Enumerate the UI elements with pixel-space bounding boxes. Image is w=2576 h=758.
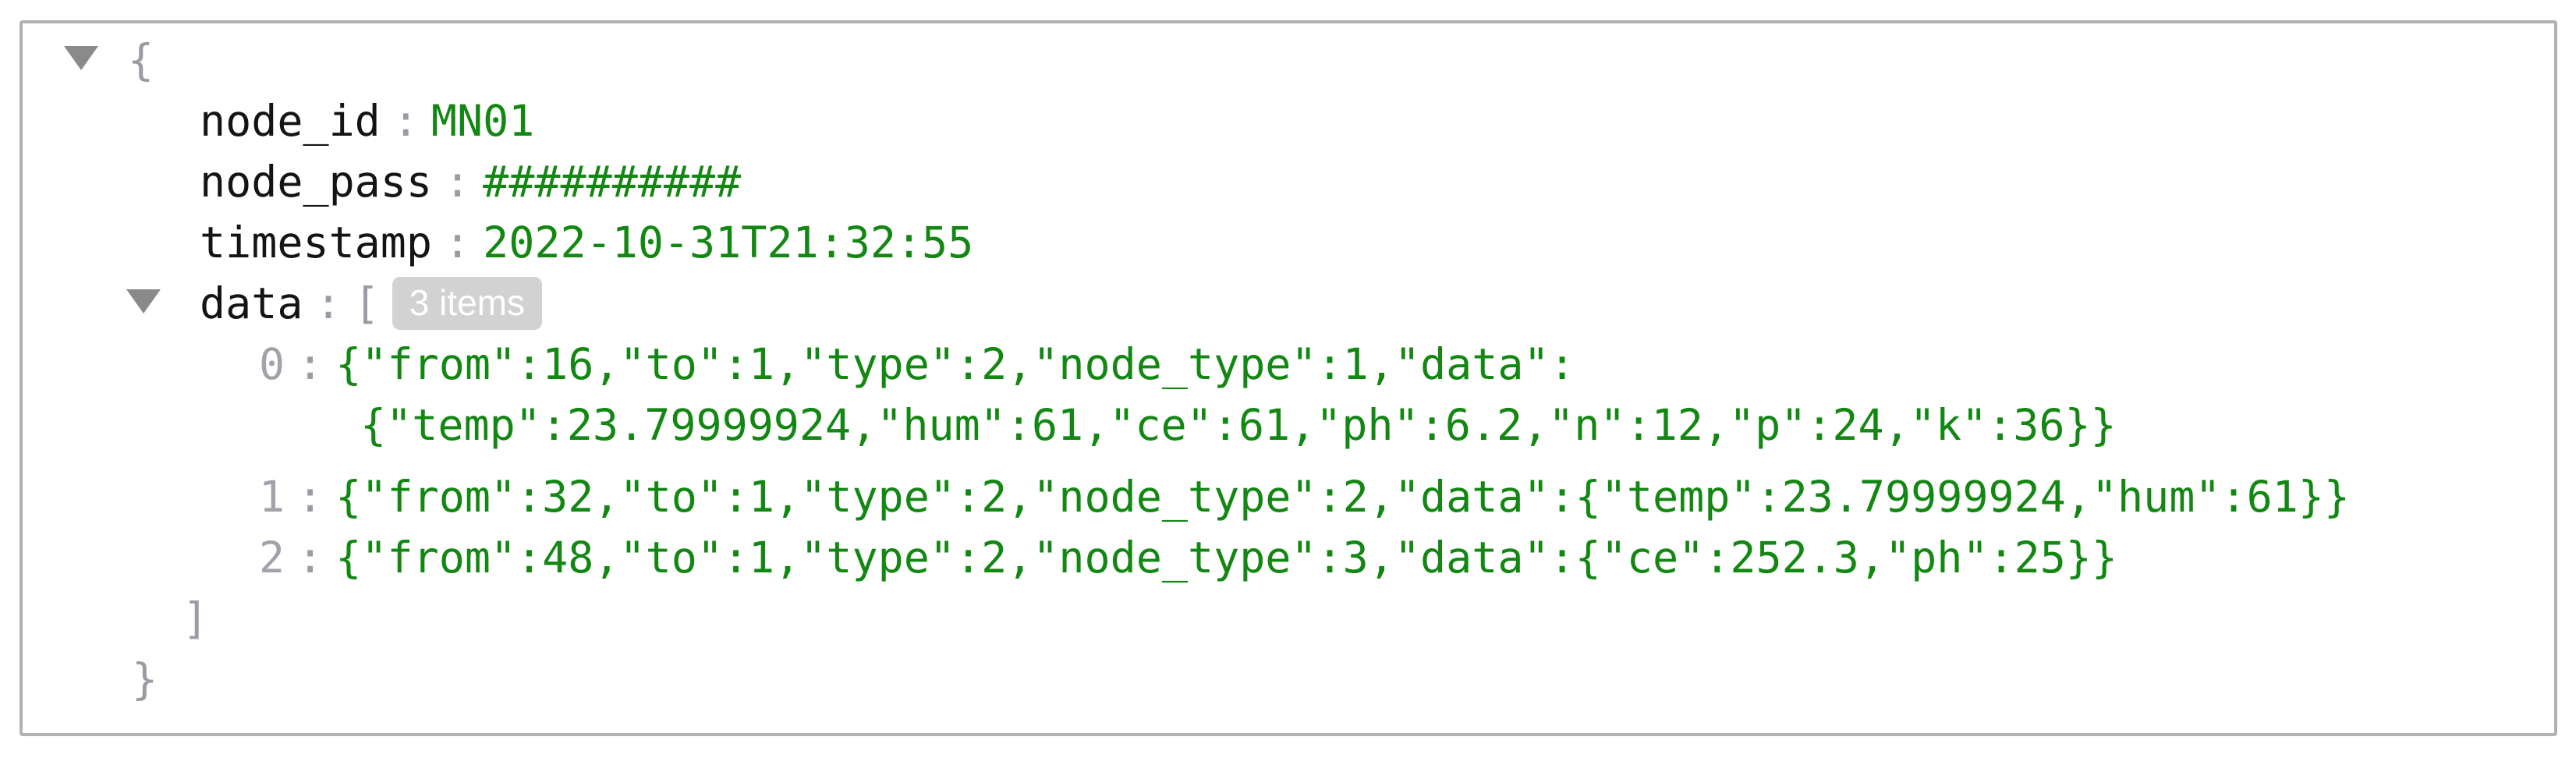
root-open-brace: { xyxy=(128,35,154,85)
array-item-value: {"from":48,"to":1,"type":2,"node_type":3… xyxy=(335,533,2118,583)
index-value-separator: : xyxy=(297,339,324,389)
array-item-value: {"from":32,"to":1,"type":2,"node_type":2… xyxy=(335,472,2351,522)
root-node-row: { xyxy=(23,30,2554,90)
array-close-bracket: ] xyxy=(182,593,209,643)
key-value-separator: : xyxy=(445,157,471,207)
array-item-row-0: 0:{"from":16,"to":1,"type":2,"node_type"… xyxy=(23,334,2554,395)
field-row-node-pass: node_pass:########## xyxy=(23,151,2554,212)
field-value: 2022-10-31T21:32:55 xyxy=(483,218,974,267)
field-value: ########## xyxy=(483,157,742,207)
array-index: 2 xyxy=(259,533,285,583)
collapse-root-icon[interactable] xyxy=(64,46,98,70)
key-value-separator: : xyxy=(315,278,342,328)
field-key: node_pass xyxy=(200,157,433,207)
array-item-value: {"from":16,"to":1,"type":2,"node_type":1… xyxy=(335,339,1575,389)
key-value-separator: : xyxy=(392,96,419,146)
field-key: data xyxy=(200,278,303,328)
index-value-separator: : xyxy=(297,533,324,583)
array-open-bracket: [ xyxy=(353,278,380,328)
key-value-separator: : xyxy=(445,218,471,267)
array-item-row-2: 2:{"from":48,"to":1,"type":2,"node_type"… xyxy=(23,527,2554,588)
field-value: MN01 xyxy=(431,96,535,146)
field-row-node-id: node_id:MN01 xyxy=(23,90,2554,151)
field-row-timestamp: timestamp:2022-10-31T21:32:55 xyxy=(23,212,2554,273)
index-value-separator: : xyxy=(297,472,324,522)
field-key: timestamp xyxy=(200,218,433,267)
array-item-row-0-continuation: {"temp":23.79999924,"hum":61,"ce":61,"ph… xyxy=(23,395,2554,455)
collapse-data-array-icon[interactable] xyxy=(126,289,161,313)
root-close-row: } xyxy=(23,649,2554,710)
array-item-count-badge: 3 items xyxy=(392,277,542,330)
array-index: 1 xyxy=(259,472,285,522)
array-close-row: ] xyxy=(23,588,2554,649)
root-close-brace: } xyxy=(132,654,158,704)
field-key: node_id xyxy=(200,96,381,146)
array-item-row-1: 1:{"from":32,"to":1,"type":2,"node_type"… xyxy=(23,466,2554,527)
json-viewer-panel: { node_id:MN01 node_pass:########## time… xyxy=(19,20,2557,736)
array-field-row-data: data:[3 items xyxy=(23,273,2554,334)
array-item-value-continued: {"temp":23.79999924,"hum":61,"ce":61,"ph… xyxy=(360,400,2117,450)
array-index: 0 xyxy=(259,339,285,389)
